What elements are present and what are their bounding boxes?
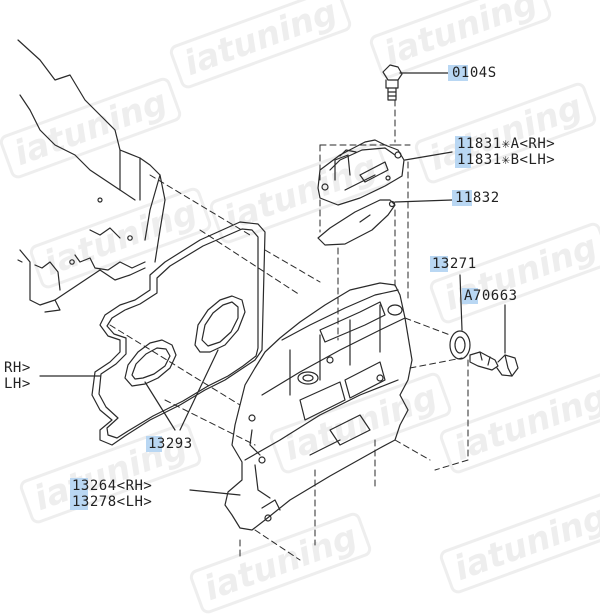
highlight-seal <box>146 436 162 452</box>
part-label-seal: 13293 <box>148 436 193 452</box>
part-label-cut-rh: RH> <box>4 360 31 376</box>
part-label-cut-lh: LH> <box>4 376 31 392</box>
gasket <box>91 221 266 446</box>
fastener <box>469 351 519 377</box>
part-label-bolt: 0104S <box>452 65 497 81</box>
plate <box>317 199 396 246</box>
highlight-plate <box>452 190 472 206</box>
seal-left <box>124 339 177 387</box>
part-label-cover-rh: 11831✳A<RH> <box>457 136 556 152</box>
leader-line <box>144 381 176 431</box>
leader-lines <box>39 72 506 496</box>
washer <box>449 330 471 360</box>
leader-line <box>179 349 219 431</box>
part-label-valve-cover-lh: 13278<LH> <box>72 494 153 510</box>
diagram-drawing <box>17 39 519 561</box>
part-label-valve-cover-rh: 13264<RH> <box>72 478 153 494</box>
part-label-washer: 13271 <box>432 256 477 272</box>
part-label-fastener: A70663 <box>464 288 518 304</box>
highlight-bolt <box>448 65 468 81</box>
seal-right <box>194 295 246 353</box>
highlight-valve-cover-rh <box>70 478 88 494</box>
highlight-fastener <box>462 288 478 304</box>
assembly-lines <box>109 99 469 561</box>
engine-block <box>17 39 166 313</box>
highlight-cover-lh <box>455 152 471 168</box>
valve-cover <box>224 282 413 531</box>
bolt <box>382 64 403 101</box>
part-label-cover-lh: 11831✳B<LH> <box>457 152 556 168</box>
highlight-washer <box>430 256 448 272</box>
highlight-valve-cover-lh <box>70 494 88 510</box>
highlight-cover-rh <box>455 136 471 152</box>
cover-cap <box>317 139 405 206</box>
part-label-plate: 11832 <box>455 190 500 206</box>
